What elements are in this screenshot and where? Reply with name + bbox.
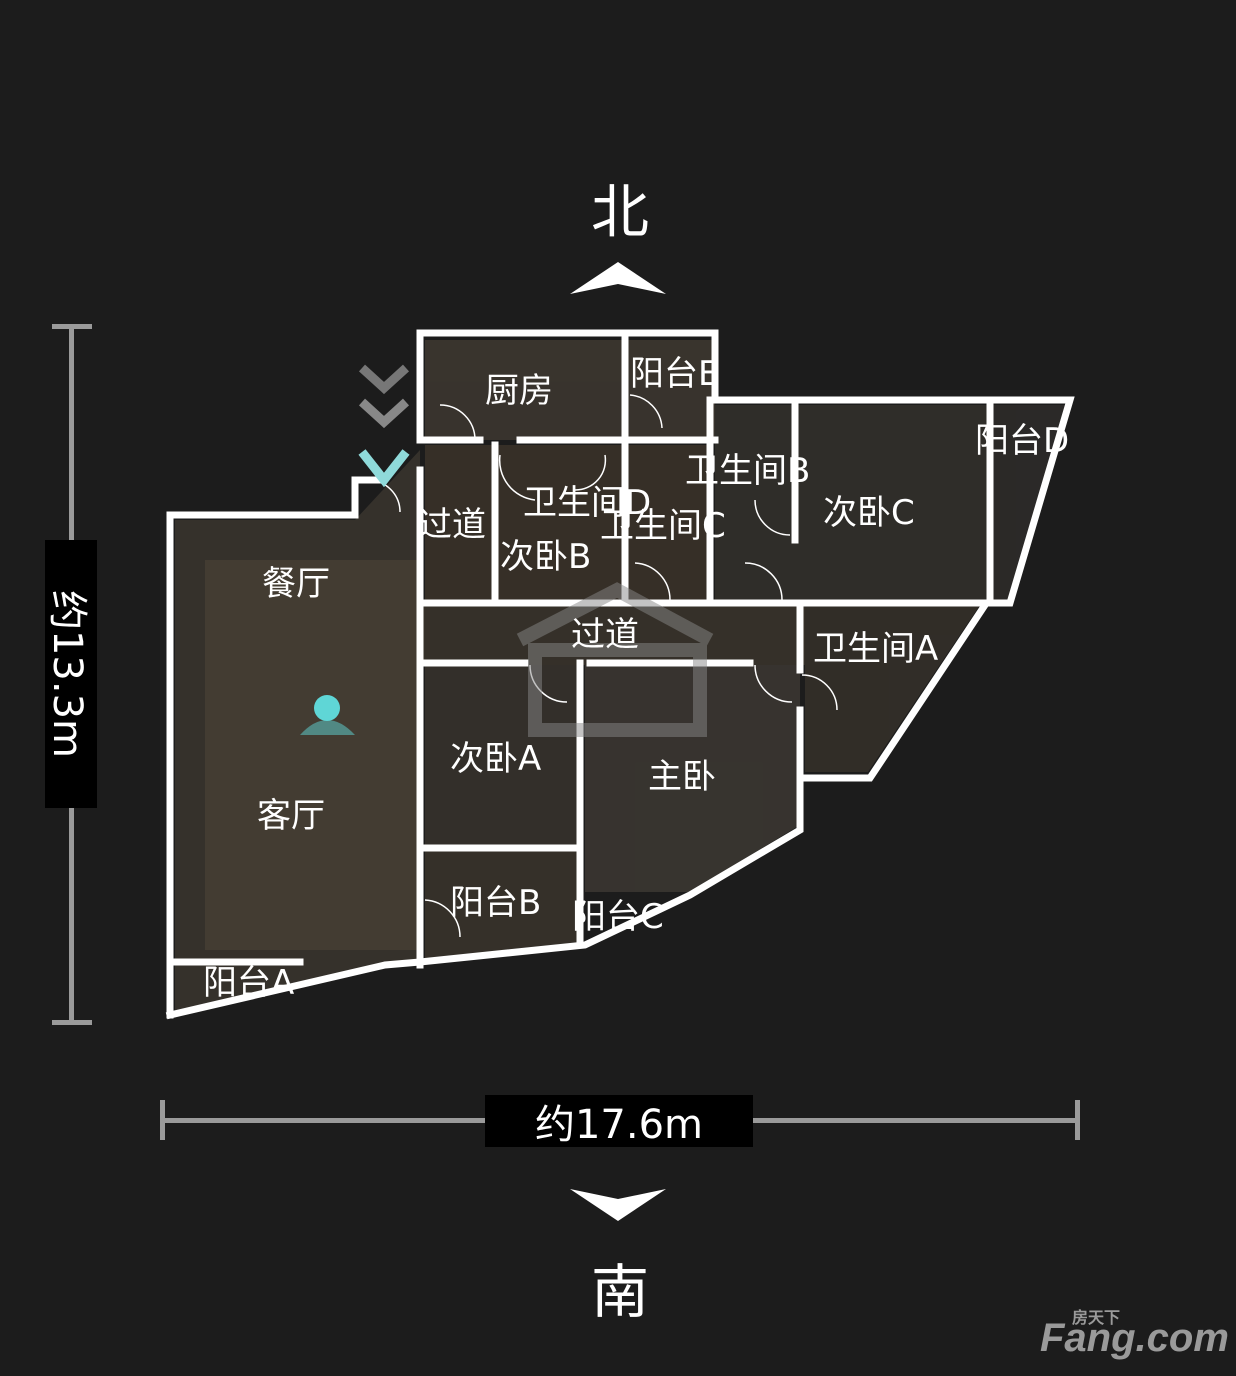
north-label: 北	[590, 178, 649, 246]
room-balcony-d[interactable]: 阳台D	[975, 421, 1069, 461]
room-bedroom-a[interactable]: 次卧A	[450, 739, 541, 779]
north-arrow-icon[interactable]	[570, 258, 666, 298]
room-bedroom-b[interactable]: 次卧B	[500, 537, 591, 577]
walls	[165, 329, 1075, 1020]
room-kitchen[interactable]: 厨房	[485, 371, 553, 411]
room-bedroom-c[interactable]: 次卧C	[823, 493, 915, 533]
room-balcony-e[interactable]: 阳台E	[630, 354, 719, 394]
room-bath-b[interactable]: 卫生间B	[685, 451, 810, 491]
room-dining[interactable]: 餐厅	[262, 564, 330, 604]
room-hallway-2[interactable]: 过道	[571, 615, 639, 655]
watermark-logo: Fang.com	[1040, 1316, 1229, 1360]
room-bath-a[interactable]: 卫生间A	[813, 629, 938, 669]
width-scale-cap-right	[1075, 1100, 1080, 1140]
width-scale-cap-left	[160, 1100, 165, 1140]
room-bath-d[interactable]: 卫生间D	[523, 483, 651, 523]
south-label: 南	[590, 1258, 649, 1326]
room-balcony-b[interactable]: 阳台B	[450, 883, 541, 923]
current-position-marker	[300, 695, 355, 735]
height-scale-cap-bottom	[52, 1020, 92, 1025]
room-bath-c[interactable]: 卫生间C	[600, 506, 726, 546]
height-dimension: 约13.3m	[44, 540, 97, 808]
watermark-house-icon	[516, 582, 714, 737]
watermark-cn: 房天下	[1072, 1310, 1121, 1327]
room-master-bedroom[interactable]: 主卧	[648, 757, 716, 797]
room-hallway-1[interactable]: 过道	[418, 505, 486, 545]
entry-chevrons	[358, 364, 410, 488]
room-balcony-a[interactable]: 阳台A	[203, 963, 294, 1003]
width-dimension: 约17.6m	[485, 1095, 753, 1148]
south-arrow-icon[interactable]	[570, 1185, 666, 1225]
room-balcony-c[interactable]: 阳台C	[572, 897, 664, 937]
room-photo-fills	[175, 340, 1065, 1010]
room-living[interactable]: 客厅	[257, 796, 325, 836]
